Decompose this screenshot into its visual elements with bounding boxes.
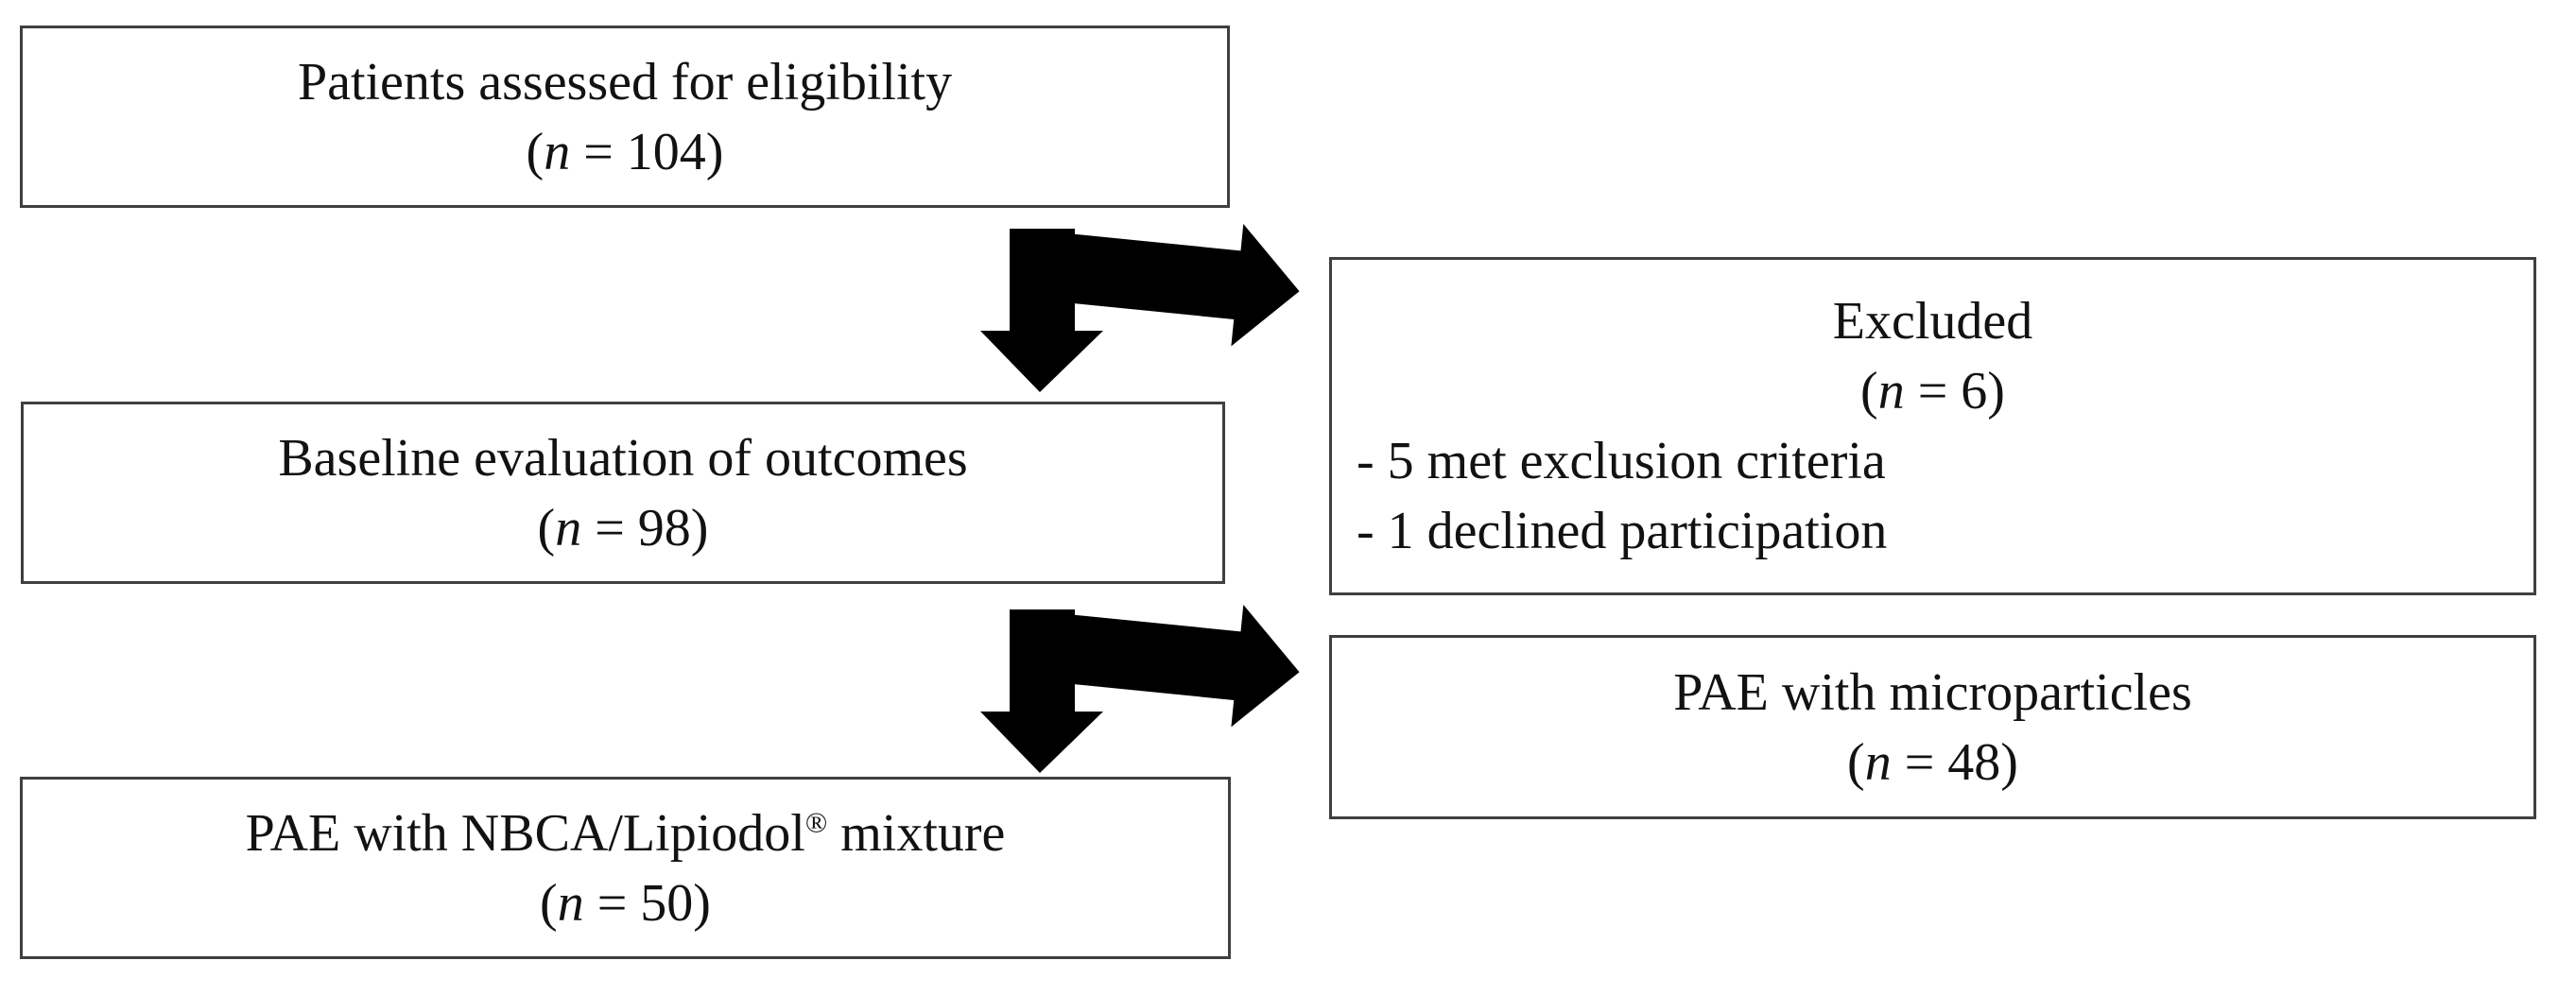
box-nbca: PAE with NBCA/Lipiodol® mixture (n = 50) (20, 777, 1231, 959)
n-symbol: n (555, 498, 582, 558)
box-eligibility-count: (n = 104) (23, 117, 1227, 187)
box-excluded: Excluded (n = 6) - 5 met exclusion crite… (1329, 257, 2536, 595)
right-arrow-shape (1014, 604, 1300, 728)
n-value: = 50) (583, 873, 711, 933)
box-baseline-count: (n = 98) (24, 493, 1222, 563)
paren-open: ( (537, 498, 556, 558)
box-baseline-title: Baseline evaluation of outcomes (278, 428, 968, 488)
n-symbol: n (1877, 362, 1905, 420)
box-excluded-detail-1: - 5 met exclusion criteria (1357, 432, 1886, 490)
box-eligibility: Patients assessed for eligibility (n = 1… (20, 26, 1230, 208)
box-excluded-title: Excluded (1832, 292, 2033, 351)
paren-open: ( (1860, 362, 1878, 420)
n-value: = 48) (1891, 732, 2018, 792)
box-microparticles-count: (n = 48) (1332, 728, 2533, 798)
registered-trademark-symbol: ® (804, 805, 828, 838)
n-symbol: n (557, 873, 584, 933)
n-value: = 104) (570, 122, 724, 181)
box-excluded-detail-2: - 1 declined participation (1357, 502, 1888, 560)
title-text: PAE with NBCA/Lipiodol (245, 803, 805, 863)
paren-open: ( (540, 873, 558, 933)
n-value: = 6) (1904, 362, 2005, 420)
n-value: = 98) (581, 498, 709, 558)
n-symbol: n (544, 122, 571, 181)
box-nbca-count: (n = 50) (23, 868, 1228, 938)
title-text-after: mixture (827, 803, 1006, 863)
right-arrow-shape (1014, 223, 1300, 347)
branch-arrow-baseline (980, 604, 1300, 773)
box-excluded-count: (n = 6) (1332, 356, 2533, 426)
paren-open: ( (1847, 732, 1865, 792)
box-baseline: Baseline evaluation of outcomes (n = 98) (21, 402, 1225, 584)
branch-arrow-eligibility (980, 223, 1300, 392)
n-symbol: n (1864, 732, 1892, 792)
paren-open: ( (526, 122, 545, 181)
box-microparticles-title: PAE with microparticles (1673, 662, 2192, 722)
box-microparticles: PAE with microparticles (n = 48) (1329, 635, 2536, 819)
box-eligibility-title: Patients assessed for eligibility (297, 52, 953, 112)
box-nbca-title: PAE with NBCA/Lipiodol® mixture (23, 798, 1228, 868)
